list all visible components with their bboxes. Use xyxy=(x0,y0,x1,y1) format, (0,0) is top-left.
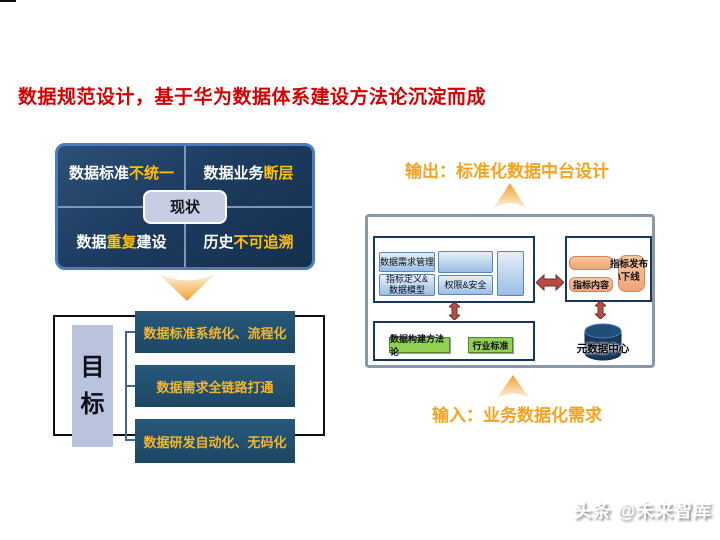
connector-line xyxy=(125,331,137,333)
metadata-database-cylinder-icon xyxy=(583,322,623,362)
page-title: 数据规范设计，基于华为数据体系建设方法论沉淀而成 xyxy=(18,87,487,108)
quadrant-history-untraceable: 历史不可追溯 xyxy=(185,207,312,268)
metadata-center-label: 元数据中心 xyxy=(576,343,630,355)
output-label: 输出：标准化数据中台设计 xyxy=(405,162,609,181)
empty-salmon-chip xyxy=(569,256,613,270)
permission-security-chip: 权限&安全 xyxy=(438,275,493,295)
indicator-publish-label: 指标发布 \下线 xyxy=(603,259,655,285)
chip-text: 指标定义& xyxy=(385,274,428,285)
up-arrow-icon xyxy=(495,374,531,400)
horizontal-double-arrow-icon xyxy=(535,273,565,292)
connector-line xyxy=(125,385,137,387)
quadrant-highlight: 断层 xyxy=(263,164,294,182)
connector-line xyxy=(125,439,137,441)
chip-text: 指标发布 xyxy=(609,259,648,270)
industry-standard-chip: 行业标准 xyxy=(468,337,513,353)
quadrant-data-standard: 数据标准不统一 xyxy=(58,146,185,207)
empty-blue-chip xyxy=(438,251,493,273)
indicator-definition-chip: 指标定义& 数据模型 xyxy=(379,274,435,296)
indicator-publish-chip xyxy=(618,255,645,292)
current-state-panel: 数据标准不统一 数据业务断层 数据重复建设 历史不可追溯 现状 xyxy=(55,143,315,270)
quadrant-highlight: 重复 xyxy=(106,234,137,252)
connector-line xyxy=(0,0,16,2)
quadrant-text: 数据标准 xyxy=(68,164,129,182)
goal-item-standardization: 数据标准系统化、流程化 xyxy=(135,311,295,353)
goal-item-automation: 数据研发自动化、无码化 xyxy=(135,419,295,463)
vertical-double-arrow-icon xyxy=(593,300,608,320)
down-arrow-icon xyxy=(158,274,216,302)
watermark: 头条 @未来智库 xyxy=(573,501,712,521)
quadrant-text: 历史 xyxy=(203,234,234,252)
quadrant-text: 建设 xyxy=(136,234,167,252)
quadrant-text: 数据业务 xyxy=(203,164,264,182)
quadrant-highlight: 不可追溯 xyxy=(233,234,294,252)
input-label: 输入：业务数据化需求 xyxy=(432,406,602,425)
quadrant-duplicate-build: 数据重复建设 xyxy=(58,207,185,268)
vertical-double-arrow-icon xyxy=(447,301,462,321)
quadrant-text: 数据 xyxy=(76,234,107,252)
chip-text: 数据模型 xyxy=(388,285,425,295)
goal-label-text: 目标 xyxy=(80,353,105,418)
chip-text: \下线 xyxy=(618,271,640,283)
quadrant-data-business: 数据业务断层 xyxy=(185,146,312,207)
goal-label-box: 目标 xyxy=(72,325,113,447)
methodology-chip: 数据构建方法论 xyxy=(389,334,450,357)
indicator-content-chip: 指标内容 xyxy=(569,277,613,292)
current-state-pill: 现状 xyxy=(143,189,227,224)
quadrant-highlight: 不统一 xyxy=(129,164,175,182)
empty-blue-chip xyxy=(497,251,524,296)
demand-management-chip: 数据需求管理 xyxy=(379,252,435,272)
up-arrow-icon xyxy=(492,182,528,210)
goal-item-full-link: 数据需求全链路打通 xyxy=(135,365,295,407)
